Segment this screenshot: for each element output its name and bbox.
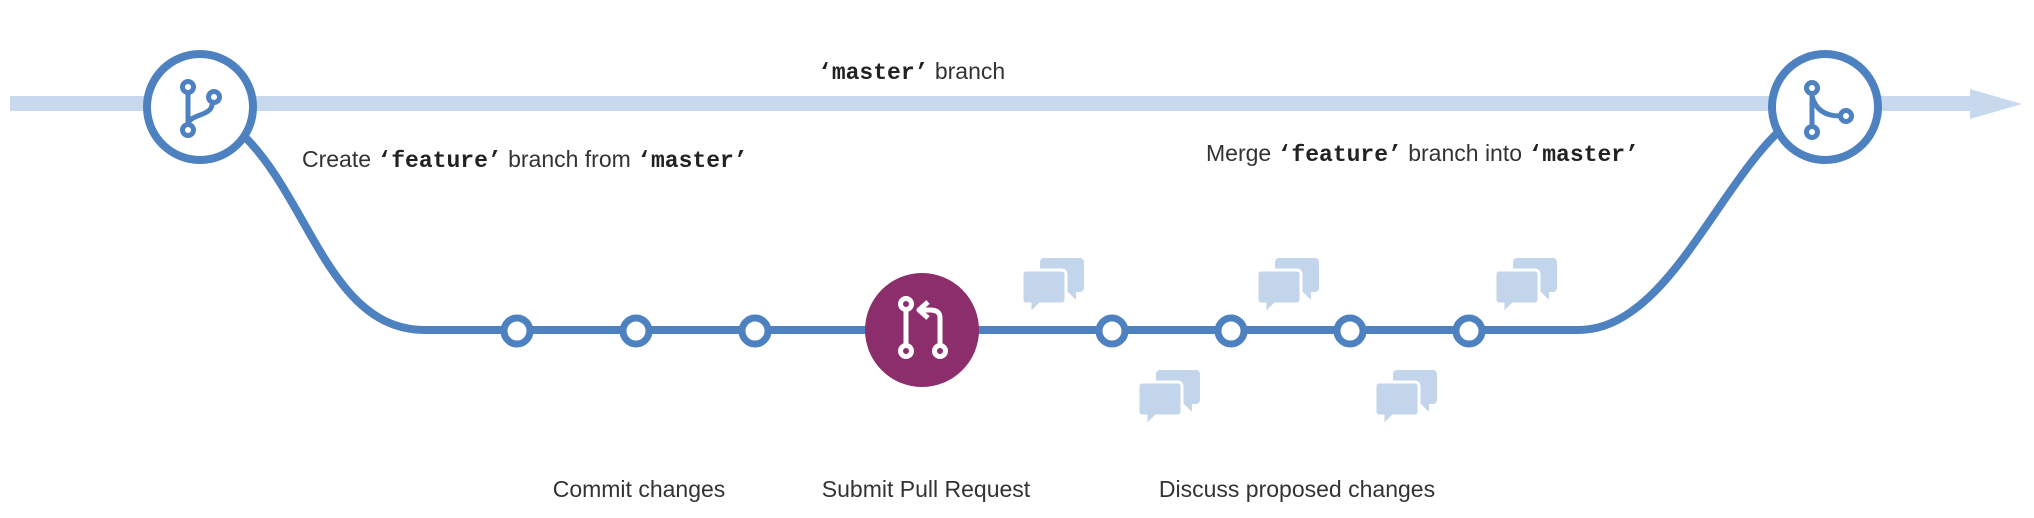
submit-pull-request-caption: Submit Pull Request xyxy=(822,476,1031,502)
create-branch-label: Create ‘feature’ branch from ‘master’ xyxy=(302,146,748,174)
commit-node xyxy=(1095,314,1129,348)
comment-discussion-icon xyxy=(1020,256,1086,316)
comment-discussion-icon xyxy=(1255,256,1321,316)
commit-node xyxy=(1452,314,1486,348)
commit-node xyxy=(500,314,534,348)
commit-changes-caption: Commit changes xyxy=(553,476,726,502)
branch-merge-node xyxy=(1768,50,1882,164)
git-pull-request-icon xyxy=(898,296,948,359)
pull-request-node xyxy=(865,273,979,387)
comment-discussion-icon xyxy=(1136,368,1202,428)
commit-node xyxy=(1333,314,1367,348)
comment-discussion-icon xyxy=(1493,256,1559,316)
commit-node xyxy=(1214,314,1248,348)
arrow-head-icon xyxy=(1970,89,2022,119)
comment-discussion-icon xyxy=(1373,368,1439,428)
master-branch-label: ‘master’ branch xyxy=(818,58,1005,86)
feature-branch-line xyxy=(239,116,1796,334)
discussion-nodes xyxy=(1095,314,1486,348)
commit-node xyxy=(619,314,653,348)
git-branch-icon xyxy=(180,79,222,138)
commit-node xyxy=(738,314,772,348)
merge-branch-label: Merge ‘feature’ branch into ‘master’ xyxy=(1206,140,1639,168)
discuss-changes-caption: Discuss proposed changes xyxy=(1159,476,1435,502)
branch-start-node xyxy=(143,50,257,164)
commit-nodes xyxy=(500,314,772,348)
master-branch-line xyxy=(10,89,2022,119)
git-merge-icon xyxy=(1804,80,1854,140)
